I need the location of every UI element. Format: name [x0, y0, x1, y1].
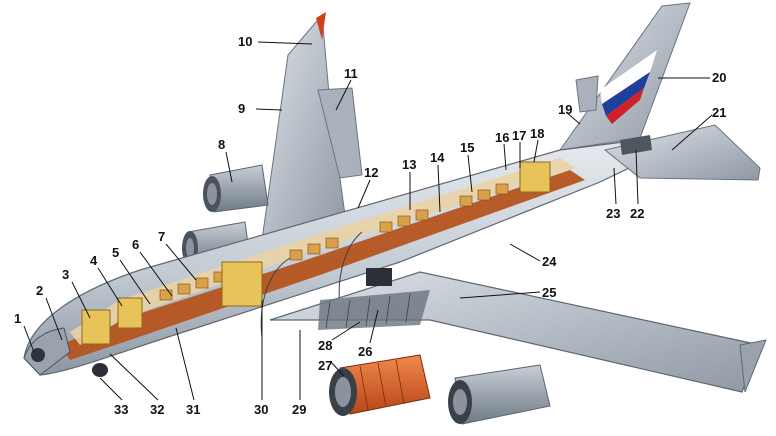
- callout-30: 30: [254, 402, 268, 417]
- flag-blue-stripe: [602, 72, 650, 116]
- callout-22: 22: [630, 206, 644, 221]
- callout-18: 18: [530, 126, 544, 141]
- callout-26: 26: [358, 344, 372, 359]
- horizontal-stabilizer: [603, 124, 761, 181]
- callout-15: 15: [460, 140, 474, 155]
- callout-25: 25: [542, 285, 556, 300]
- callout-14: 14: [430, 150, 445, 165]
- callout-8: 8: [218, 137, 225, 152]
- callout-33: 33: [114, 402, 128, 417]
- callout-11: 11: [344, 66, 358, 81]
- callout-21: 21: [712, 105, 726, 120]
- fuselage: [23, 139, 651, 377]
- callout-12: 12: [364, 165, 378, 180]
- callout-leaders: [23, 41, 713, 401]
- callout-29: 29: [292, 402, 306, 417]
- flag-red-stripe: [606, 88, 644, 124]
- callout-labels: 1 2 3 4 5 6 7 8 9 10 11 12 13 14 15 16 1…: [14, 34, 726, 417]
- callout-1: 1: [14, 311, 21, 326]
- callout-28: 28: [318, 338, 332, 353]
- callout-7: 7: [158, 229, 165, 244]
- callout-9: 9: [238, 101, 245, 116]
- callout-4: 4: [90, 253, 98, 268]
- right-wing: [269, 268, 767, 393]
- callout-19: 19: [558, 102, 572, 117]
- tail-fin: [558, 2, 691, 151]
- callout-27: 27: [318, 358, 332, 373]
- left-wing: [261, 12, 363, 241]
- callout-2: 2: [36, 283, 43, 298]
- callout-17: 17: [512, 128, 526, 143]
- callout-32: 32: [150, 402, 164, 417]
- flag-white-stripe: [600, 50, 657, 104]
- callout-5: 5: [112, 245, 119, 260]
- callout-23: 23: [606, 206, 620, 221]
- callout-10: 10: [238, 34, 252, 49]
- callout-20: 20: [712, 70, 726, 85]
- callout-24: 24: [542, 254, 557, 269]
- callout-13: 13: [402, 157, 416, 172]
- callout-6: 6: [132, 237, 139, 252]
- callout-3: 3: [62, 267, 69, 282]
- callout-16: 16: [495, 130, 509, 145]
- callout-31: 31: [186, 402, 200, 417]
- right-engines: [329, 354, 551, 425]
